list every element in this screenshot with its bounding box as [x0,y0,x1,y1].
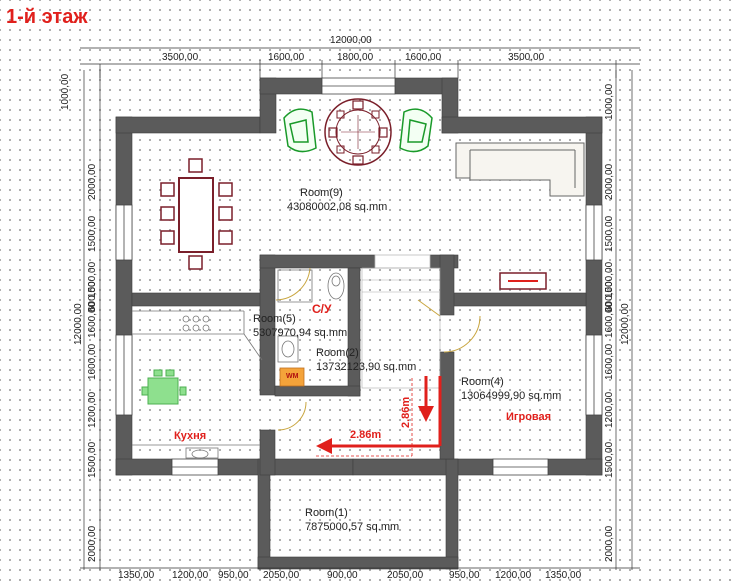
dim-bottom-4: 2050,00 [263,570,300,581]
room-5-area: 5307970,94 sq.mm [253,327,348,339]
wall-int-left [131,292,263,307]
dim-bottom-5: 900,00 [327,570,358,581]
dim-right-total: 12000,00 [620,303,631,345]
label-play: Игровая [506,411,552,423]
dim-bottom-7: 950,00 [449,570,480,581]
dim-right-1: 1000,00 [604,83,615,120]
sofa [455,142,585,197]
label-kitchen: Кухня [174,430,207,442]
dim-left-3: 1500,00 [87,215,98,252]
dim-top-total: 12000,00 [330,35,372,46]
kitchen-fixtures [132,310,263,459]
dim-right-6: 1600,00 [604,343,615,380]
wall-bottom-4 [547,458,603,476]
staircase [361,267,441,389]
wall-right [585,116,603,476]
wall-proj-bottom [257,556,459,570]
measure-v-label: 2.86m [400,396,412,428]
dim-bottom-2: 1200,00 [172,570,209,581]
dim-left-6: 1600,00 [87,343,98,380]
dim-right-2: 2000,00 [604,163,615,200]
dim-left-7: 1200,00 [87,391,98,428]
wall-proj-left [257,458,271,570]
wall-bottom-1 [115,458,173,476]
room-9-label: Room(9) 43080002,08 sq.mm [287,186,387,214]
wall-bottom-3 [352,458,494,476]
dim-left-8: 1500,00 [87,441,98,478]
dim-right-7: 1200,00 [604,391,615,428]
measure-h-label: 2.86m [350,429,382,441]
dim-left-9: 2000,00 [87,525,98,562]
kitchen-table [141,369,187,405]
tv-stand [499,272,547,290]
dim-left-2: 2000,00 [87,163,98,200]
label-su: С/У [312,302,332,316]
wall-top-right [441,116,603,134]
doors [275,267,481,431]
dim-bottom-3: 950,00 [218,570,249,581]
label-wm: WM [286,373,299,380]
wall-play-left [439,351,455,460]
dim-bottom-row: 1350,00 1200,00 950,00 2050,00 900,00 2050,00… [118,570,595,581]
room-2-label: Room(2) 13732123,90 sq.mm [316,346,416,374]
bathroom-fixtures [277,269,345,387]
dining-table [160,158,233,270]
wall-bottom-2 [217,458,354,476]
dimension-lines [80,47,640,570]
dim-left-total: 12000,00 [73,303,84,345]
round-table [324,98,392,166]
plan-title: 1-й этаж [6,6,88,28]
dim-bottom-1: 1350,00 [118,570,155,581]
room-1-label: Room(1) 7875000,57 sq.mm [305,506,399,534]
room-1-name: Room(1) [305,507,348,519]
dim-bottom-9: 1350,00 [545,570,582,581]
dim-left-1: 1000,00 [60,73,71,110]
wall-bath-right [347,267,361,397]
dim-bottom-8: 1200,00 [495,570,532,581]
room-5-name: Room(5) [253,313,296,325]
wall-left [115,116,133,476]
dim-top-3: 1800,00 [337,52,374,63]
dim-top-5: 3500,00 [508,52,545,63]
wall-proj-right [445,458,459,570]
dim-right-8: 1500,00 [604,441,615,478]
dim-top-2: 1600,00 [268,52,305,63]
room-4-area: 13064999,90 sq.mm [461,390,562,402]
room-9-name: Room(9) [300,187,343,199]
dim-top-1: 3500,00 [162,52,199,63]
room-4-label: Room(4) 13064999,90 sq.mm [461,375,561,403]
wall-top-left [115,116,261,134]
windows [115,77,603,476]
dim-left-overlap: 600,00 [87,281,98,312]
wall-stair-right [439,254,455,316]
room-2-name: Room(2) [316,347,359,359]
wall-int-right [439,292,587,307]
room-5-label: Room(5) 5307970,94 sq.mm [253,312,347,340]
wall-bath-bottom [274,385,361,397]
dim-right-9: 2000,00 [604,525,615,562]
room-4-name: Room(4) [461,376,504,388]
wall-bath-top [259,254,376,269]
dim-right-overlap: 600,00 [604,281,615,312]
dim-top-4: 1600,00 [405,52,442,63]
wall-bump-top-left [259,77,323,95]
dim-bottom-6: 2050,00 [387,570,424,581]
wall-kitchen-right [259,429,276,476]
room-9-area: 43080002,08 sq.mm [287,201,388,213]
dim-right-3: 1500,00 [604,215,615,252]
armchairs [283,108,433,153]
room-1-area: 7875000,57 sq.mm [305,521,400,533]
room-2-area: 13732123,90 sq.mm [316,361,417,373]
